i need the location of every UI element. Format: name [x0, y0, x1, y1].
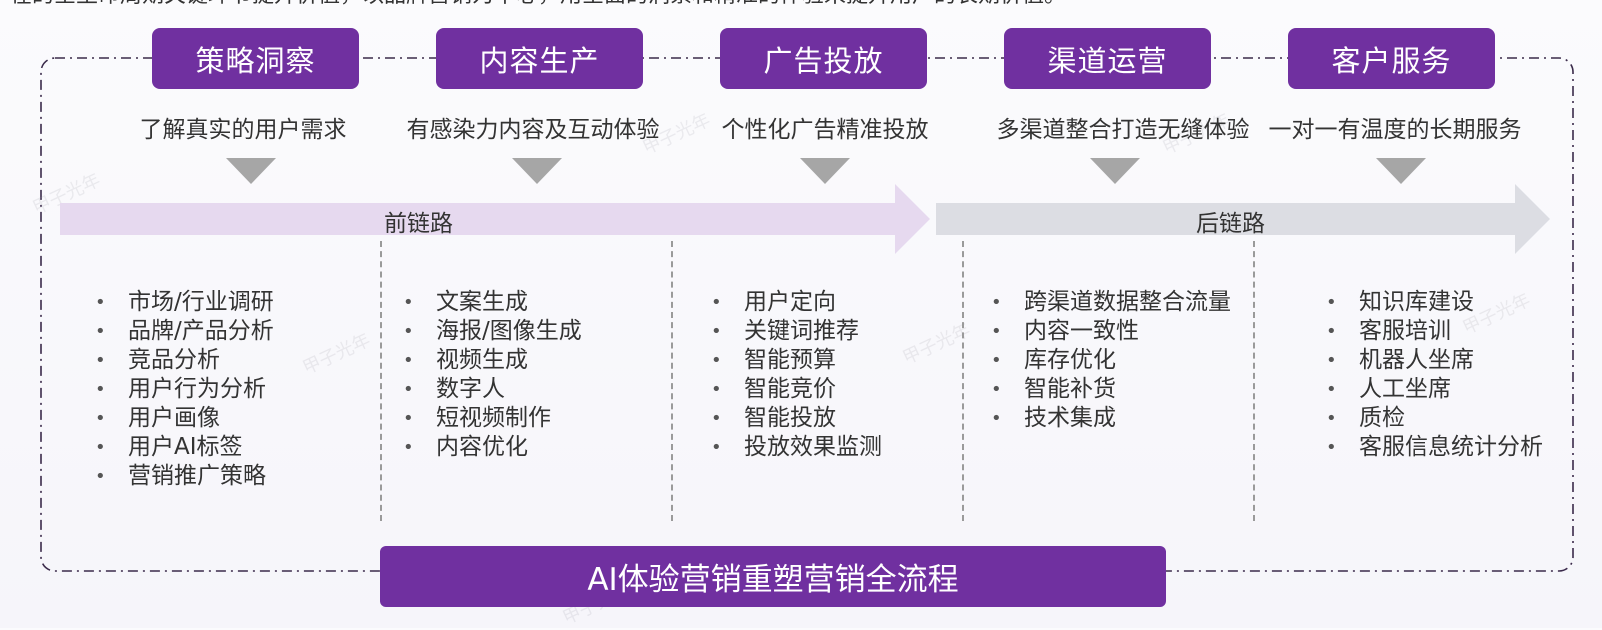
top-caption-text: 在的全生命周期关键环节提升价值，以品牌营销为中心，用全面的洞察和精准的体验来提升… — [10, 0, 1570, 8]
customer-service-list: 知识库建设客服培训机器人坐席人工坐席质检客服信息统计分析 — [1326, 288, 1543, 462]
stage-description: 一对一有温度的长期服务 — [1268, 117, 1522, 143]
list-item: 内容一致性 — [991, 317, 1231, 346]
list-item: 智能竞价 — [711, 375, 882, 404]
stage-description: 多渠道整合打造无缝体验 — [996, 117, 1250, 143]
down-arrow-icon — [1090, 158, 1140, 184]
back-chain-arrow — [936, 184, 1550, 254]
list-item: 营销推广策略 — [95, 462, 274, 491]
bottom-banner: AI体验营销重塑营销全流程 — [380, 546, 1166, 607]
list-item: 客服培训 — [1326, 317, 1543, 346]
list-item: 市场/行业调研 — [95, 288, 274, 317]
list-item: 用户定向 — [711, 288, 882, 317]
list-item: 短视频制作 — [403, 404, 582, 433]
strategy-insight-list: 市场/行业调研品牌/产品分析竞品分析用户行为分析用户画像用户AI标签营销推广策略 — [95, 288, 274, 491]
stage-strategy-insight: 策略洞察 — [152, 28, 359, 89]
list-item: 用户画像 — [95, 404, 274, 433]
stage-description: 有感染力内容及互动体验 — [406, 117, 660, 143]
front-chain-label: 前链路 — [384, 211, 453, 237]
list-item: 关键词推荐 — [711, 317, 882, 346]
list-item: 文案生成 — [403, 288, 582, 317]
list-item: 质检 — [1326, 404, 1543, 433]
list-item: 投放效果监测 — [711, 433, 882, 462]
list-item: 竞品分析 — [95, 346, 274, 375]
list-item: 知识库建设 — [1326, 288, 1543, 317]
down-arrow-icon — [512, 158, 562, 184]
column-divider — [380, 241, 382, 521]
stage-ad-delivery: 广告投放 — [720, 28, 927, 89]
stage-content-production: 内容生产 — [436, 28, 643, 89]
ad-delivery-list: 用户定向关键词推荐智能预算智能竞价智能投放投放效果监测 — [711, 288, 882, 462]
list-item: 人工坐席 — [1326, 375, 1543, 404]
list-item: 视频生成 — [403, 346, 582, 375]
list-item: 机器人坐席 — [1326, 346, 1543, 375]
channel-operation-list: 跨渠道数据整合流量内容一致性库存优化智能补货技术集成 — [991, 288, 1231, 433]
content-production-list: 文案生成海报/图像生成视频生成数字人短视频制作内容优化 — [403, 288, 582, 462]
down-arrow-icon — [226, 158, 276, 184]
stage-channel-operation: 渠道运营 — [1004, 28, 1211, 89]
list-item: 客服信息统计分析 — [1326, 433, 1543, 462]
list-item: 智能预算 — [711, 346, 882, 375]
list-item: 数字人 — [403, 375, 582, 404]
list-item: 用户行为分析 — [95, 375, 274, 404]
list-item: 品牌/产品分析 — [95, 317, 274, 346]
list-item: 智能补货 — [991, 375, 1231, 404]
stage-customer-service: 客户服务 — [1288, 28, 1495, 89]
stage-description: 了解真实的用户需求 — [139, 117, 347, 143]
list-item: 跨渠道数据整合流量 — [991, 288, 1231, 317]
down-arrow-icon — [800, 158, 850, 184]
back-chain-label: 后链路 — [1196, 211, 1265, 237]
list-item: 用户AI标签 — [95, 433, 274, 462]
column-divider — [962, 241, 964, 521]
stage-description: 个性化广告精准投放 — [721, 117, 929, 143]
list-item: 技术集成 — [991, 404, 1231, 433]
list-item: 内容优化 — [403, 433, 582, 462]
list-item: 库存优化 — [991, 346, 1231, 375]
list-item: 海报/图像生成 — [403, 317, 582, 346]
front-chain-arrow — [60, 184, 930, 254]
column-divider — [1253, 241, 1255, 521]
down-arrow-icon — [1376, 158, 1426, 184]
list-item: 智能投放 — [711, 404, 882, 433]
column-divider — [671, 241, 673, 521]
